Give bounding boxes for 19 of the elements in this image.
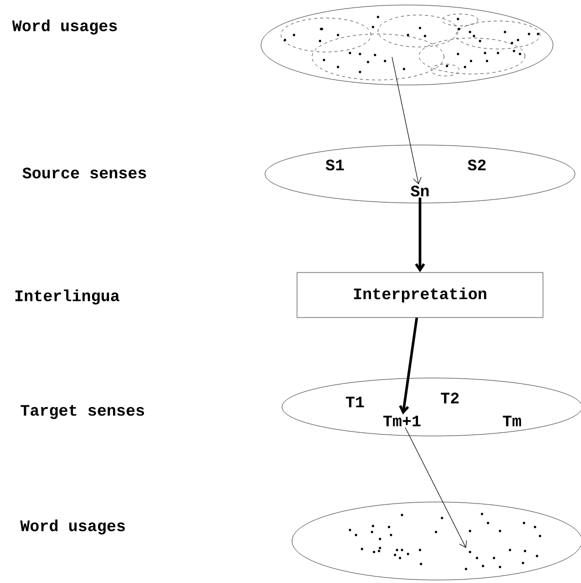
arrow xyxy=(392,56,422,184)
sense-label: S2 xyxy=(468,160,486,170)
arrow xyxy=(414,198,426,272)
sense-label: T1 xyxy=(346,396,364,408)
row-label: Target senses xyxy=(20,404,144,420)
process-box: Interpretation xyxy=(296,272,544,318)
sense-label: Tm+1 xyxy=(383,416,421,426)
sense-label: S1 xyxy=(326,160,344,170)
sense-label: Tm xyxy=(502,416,522,426)
row-label: Word usages xyxy=(12,20,117,34)
row-label: Interlingua xyxy=(15,290,120,304)
row-label: Source senses xyxy=(22,168,146,178)
row-label: Word usages xyxy=(20,520,125,534)
sense-label: T2 xyxy=(440,392,459,404)
ellipse xyxy=(260,4,554,86)
arrow xyxy=(398,318,418,415)
ellipse xyxy=(264,144,576,204)
sense-label: Sn xyxy=(410,186,429,196)
arrow xyxy=(404,427,467,548)
